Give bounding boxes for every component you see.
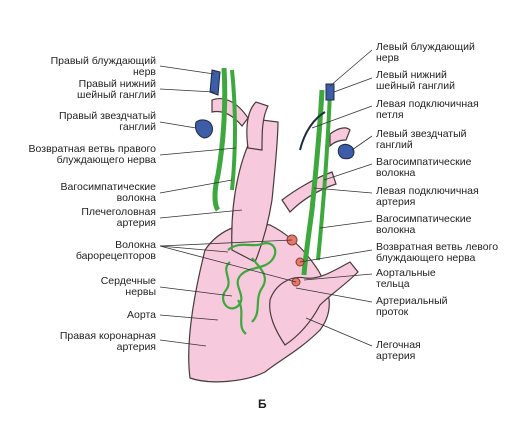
label-brachiocephalic-artery: Плечеголовная артерия — [40, 207, 156, 229]
label-line-1: Вагосимпатические — [376, 213, 472, 225]
left-vagus-nerve — [301, 89, 325, 276]
label-line-2: артерия — [376, 196, 416, 208]
right-inferior-cervical-ganglion — [209, 69, 221, 96]
label-right-coronary-artery: Правая коронарная артерия — [40, 331, 156, 353]
label-left-recurrent-branch: Возвратная ветвь левого блуждающего нерв… — [376, 242, 498, 264]
label-arterial-duct: Артериальный проток — [376, 296, 448, 318]
left-subclavian-loop — [299, 111, 326, 151]
label-left-stellate-ganglion: Левый звездчатый ганглий — [376, 129, 467, 151]
label-right-inferior-cervical-ganglion: Правый нижний шейный ганглий — [40, 79, 156, 101]
label-line-2: блуждающего нерва — [376, 252, 476, 264]
right-vagosympathetic-fibers — [230, 69, 237, 191]
label-left-vagosympathetic-fibers-lower: Вагосимпатические волокна — [376, 214, 471, 236]
aorta — [231, 119, 279, 263]
label-line-1: Правый нижний — [78, 78, 156, 90]
label-left-subclavian-loop: Левая подключичная петля — [376, 99, 479, 121]
label-line-2: артерия — [116, 341, 156, 353]
label-line-2: проток — [376, 306, 409, 318]
label-line-2: ганглий — [119, 121, 156, 133]
label-aorta: Аорта — [40, 310, 156, 321]
label-line-2: нерв — [132, 66, 156, 78]
label-right-recurrent-branch: Возвратная ветвь правого блуждающего нер… — [20, 144, 156, 166]
label-line-1: Легочная — [376, 339, 421, 351]
label-line-2: артерия — [376, 350, 416, 362]
label-baroreceptor-fibers: Волокна барорецепторов — [40, 240, 156, 262]
label-line-2: волокна — [376, 224, 416, 236]
label-line-2: волокна — [116, 192, 156, 204]
label-line-2: ганглий — [376, 139, 413, 151]
label-line-1: Правый звездчатый — [58, 110, 156, 122]
label-pulmonary-artery: Легочная артерия — [376, 340, 421, 362]
label-right-stellate-ganglion: Правый звездчатый ганглий — [40, 111, 156, 133]
label-line-1: Правый блуждающий — [50, 55, 156, 67]
label-cardiac-nerves: Сердечные нервы — [40, 276, 156, 298]
left-subclavian-artery — [281, 171, 337, 213]
label-line-2: волокна — [376, 167, 416, 179]
label-line-2: шейный ганглий — [77, 89, 156, 101]
label-line-1: Артериальный — [376, 295, 448, 307]
label-line-2: тельца — [376, 278, 410, 290]
label-line-2: артерия — [116, 217, 156, 229]
label-line-1: Правая коронарная — [59, 330, 156, 342]
right-subclavian-branch — [211, 97, 249, 127]
label-line-1: Возвратная ветвь правого — [28, 143, 156, 155]
label-left-vagosympathetic-fibers-upper: Вагосимпатические волокна — [376, 157, 471, 179]
label-line-1: Левая подключичная — [376, 98, 479, 110]
label-line-2: блуждающего нерва — [56, 154, 156, 166]
label-line-2: петля — [376, 109, 404, 121]
label-line-1: Плечеголовная — [81, 206, 156, 218]
label-line-1: Вагосимпатические — [60, 181, 156, 193]
label-line-1: Возвратная ветвь левого — [376, 241, 499, 253]
label-line-2: нервы — [125, 286, 156, 298]
right-pointers — [295, 49, 373, 347]
label-line-1: Левый нижний — [376, 69, 447, 81]
label-line-2: шейный ганглий — [376, 80, 455, 92]
right-stellate-ganglion — [195, 119, 213, 139]
label-right-vagus-nerve: Правый блуждающий нерв — [40, 56, 156, 78]
brachiocephalic-artery — [246, 101, 269, 151]
label-line-1: Аорта — [127, 309, 156, 321]
left-vagosympathetic-fibers — [316, 91, 332, 261]
label-right-vagosympathetic-fibers: Вагосимпатические волокна — [40, 182, 156, 204]
label-line-2: нерв — [376, 52, 400, 64]
label-left-inferior-cervical-ganglion: Левый нижний шейный ганглий — [376, 70, 455, 92]
label-left-subclavian-artery: Левая подключичная артерия — [376, 186, 479, 208]
left-inferior-cervical-ganglion — [325, 83, 335, 101]
label-line-2: барорецепторов — [75, 250, 156, 262]
label-line-1: Волокна — [115, 239, 156, 251]
label-aortic-bodies: Аортальные тельца — [376, 268, 436, 290]
left-stellate-ganglion — [337, 143, 355, 160]
label-line-1: Левый блуждающий — [376, 41, 475, 53]
right-vagus-nerve — [212, 67, 228, 212]
label-line-1: Сердечные — [100, 275, 156, 287]
figure-caption: Б — [258, 397, 267, 411]
cardiac-nerve-plexus — [222, 242, 277, 335]
label-line-1: Левая подключичная — [376, 185, 479, 197]
label-line-1: Левый звездчатый — [376, 128, 467, 140]
label-line-1: Аортальные — [376, 267, 436, 279]
left-subclavian-artery-upper — [329, 127, 351, 148]
label-left-vagus-nerve: Левый блуждающий нерв — [376, 42, 475, 64]
label-line-1: Вагосимпатические — [376, 156, 472, 168]
left-pointers — [159, 65, 297, 347]
